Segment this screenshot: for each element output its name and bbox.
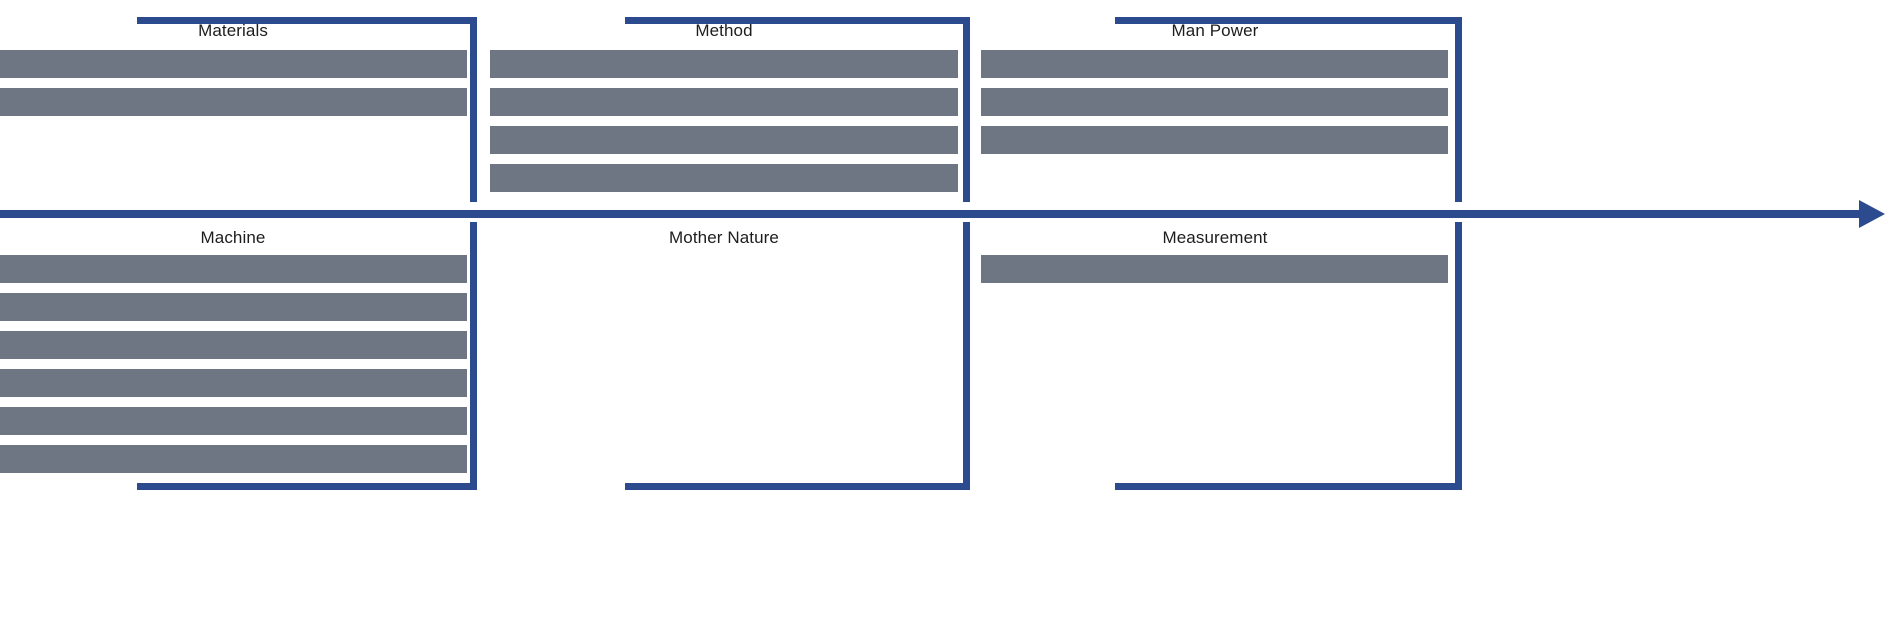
cause-bar[interactable] [0, 407, 467, 435]
cause-bar[interactable] [490, 88, 958, 116]
cause-bar[interactable] [981, 126, 1448, 154]
cause-bar[interactable] [490, 164, 958, 192]
category-label-materials[interactable]: Materials [198, 21, 268, 40]
bracket-horizontal-measurement [1115, 483, 1462, 490]
cause-bar[interactable] [0, 255, 467, 283]
bracket-horizontal-materials [137, 17, 477, 24]
cause-bar[interactable] [981, 255, 1448, 283]
bracket-vertical-method [963, 17, 970, 202]
cause-bar[interactable] [0, 50, 467, 78]
category-label-man-power[interactable]: Man Power [1171, 21, 1259, 40]
cause-bar[interactable] [0, 369, 467, 397]
cause-bar[interactable] [981, 50, 1448, 78]
bracket-vertical-mother-nature [963, 222, 970, 490]
bracket-vertical-machine [470, 222, 477, 490]
category-label-machine[interactable]: Machine [200, 228, 266, 247]
bracket-horizontal-mother-nature [625, 483, 970, 490]
spine-shaft [0, 210, 1862, 218]
bracket-vertical-man-power [1455, 17, 1462, 202]
cause-bar[interactable] [490, 50, 958, 78]
cause-bar[interactable] [490, 126, 958, 154]
cause-bar[interactable] [0, 88, 467, 116]
cause-bar[interactable] [0, 331, 467, 359]
category-label-mother-nature[interactable]: Mother Nature [669, 228, 779, 247]
spine-arrowhead-icon [1859, 200, 1885, 228]
bracket-vertical-measurement [1455, 222, 1462, 490]
cause-bar[interactable] [0, 445, 467, 473]
category-label-method[interactable]: Method [695, 21, 753, 40]
cause-bar[interactable] [0, 293, 467, 321]
bracket-horizontal-method [625, 17, 970, 24]
bracket-vertical-materials [470, 17, 477, 202]
bracket-horizontal-machine [137, 483, 477, 490]
bracket-horizontal-man-power [1115, 17, 1462, 24]
category-label-measurement[interactable]: Measurement [1162, 228, 1268, 247]
cause-bar[interactable] [981, 88, 1448, 116]
